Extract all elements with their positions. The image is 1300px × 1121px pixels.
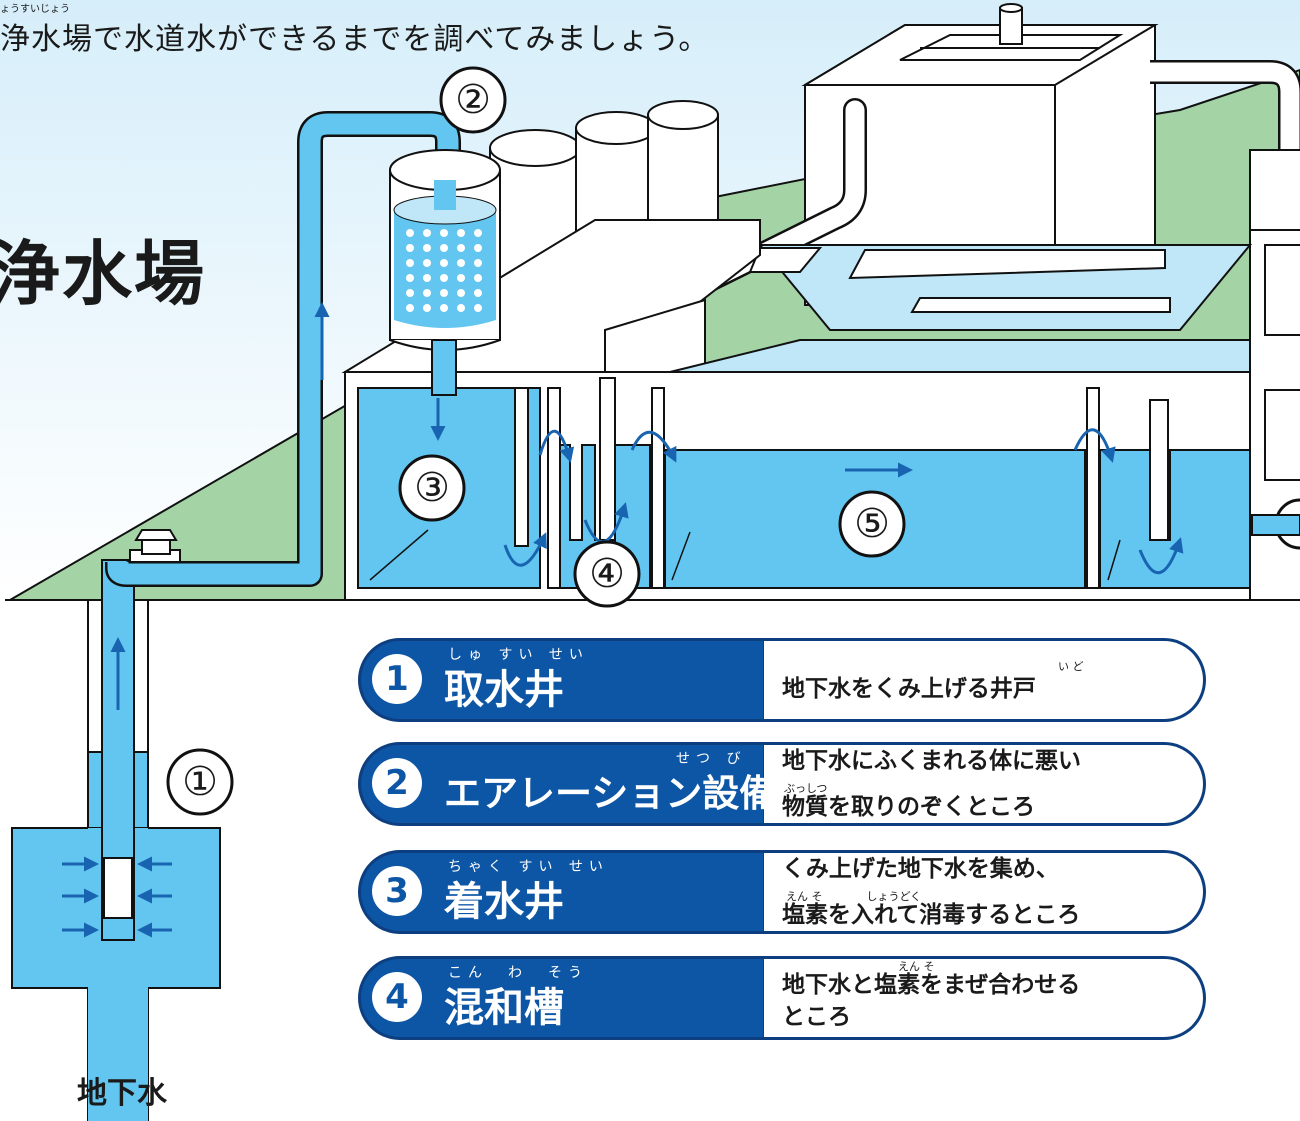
headline-ruby: ょうすいじょう	[0, 4, 70, 15]
filter-building	[801, 3, 1159, 306]
legend-item-mixing-tank: 4 こん わ そう 混和槽 えん そ 地下水と塩素をまぜ合わせる ところ	[358, 956, 1206, 1040]
label-1: ①	[182, 759, 218, 805]
legend-item-receiving-well: 3 ちゃく すい せい 着水井 くみ上げた地下水を集め、 えん そ しょうどく …	[358, 850, 1206, 934]
legend-name: 混和槽	[444, 985, 564, 1031]
legend-ruby: しゅ すい せい	[448, 647, 589, 663]
label-5: ⑤	[854, 501, 890, 547]
page-title: 浄水場	[0, 233, 206, 315]
legend-ruby: せつ び	[676, 751, 747, 767]
legend-ruby: こん わ そう	[448, 965, 588, 981]
legend-ruby: ちゃく すい せい	[448, 859, 609, 875]
legend-desc-line-1: 地下水にふくまれる体に悪い	[782, 748, 1081, 774]
groundwater-label: 地下水	[77, 1076, 167, 1111]
legend-number: 2	[372, 758, 422, 808]
legend-name: エアレーション設備	[444, 772, 777, 815]
headline: 浄水場で水道水ができるまでを調べてみましょう。	[0, 22, 710, 57]
legend-desc-ruby: えん そ	[898, 960, 935, 973]
legend-desc-ruby: い ど	[1058, 660, 1084, 673]
legend-number: 1	[372, 654, 422, 704]
legend-desc-line-1: くみ上げた地下水を集め、	[782, 856, 1059, 882]
legend-desc-line-2: ところ	[782, 1004, 851, 1030]
label-2: ②	[455, 77, 491, 123]
pump	[103, 857, 133, 919]
legend-desc-ruby: えん そ しょうどく	[786, 890, 922, 903]
label-3: ③	[414, 465, 450, 511]
legend-desc-line-2: 塩素を入れて消毒するところ	[782, 902, 1081, 928]
legend-desc: 地下水をくみ上げる井戸	[782, 676, 1036, 702]
legend-number: 3	[372, 866, 422, 916]
legend-number: 4	[372, 972, 422, 1022]
legend-name: 着水井	[444, 879, 564, 925]
legend-item-intake-well: 1 しゅ すい せい 取水井 い ど 地下水をくみ上げる井戸	[358, 638, 1206, 722]
label-4: ④	[589, 551, 625, 597]
aeration-tower	[389, 149, 501, 396]
legend-desc-ruby: ぶっしつ	[784, 782, 828, 795]
legend-desc-line-2: 物質を取りのぞくところ	[782, 794, 1035, 820]
legend-name: 取水井	[444, 667, 564, 713]
legend-desc-line-1: 地下水と塩素をまぜ合わせる	[782, 972, 1081, 998]
legend-item-aeration: 2 せつ び エアレーション設備 地下水にふくまれる体に悪い ぶっしつ 物質を取…	[358, 742, 1206, 826]
